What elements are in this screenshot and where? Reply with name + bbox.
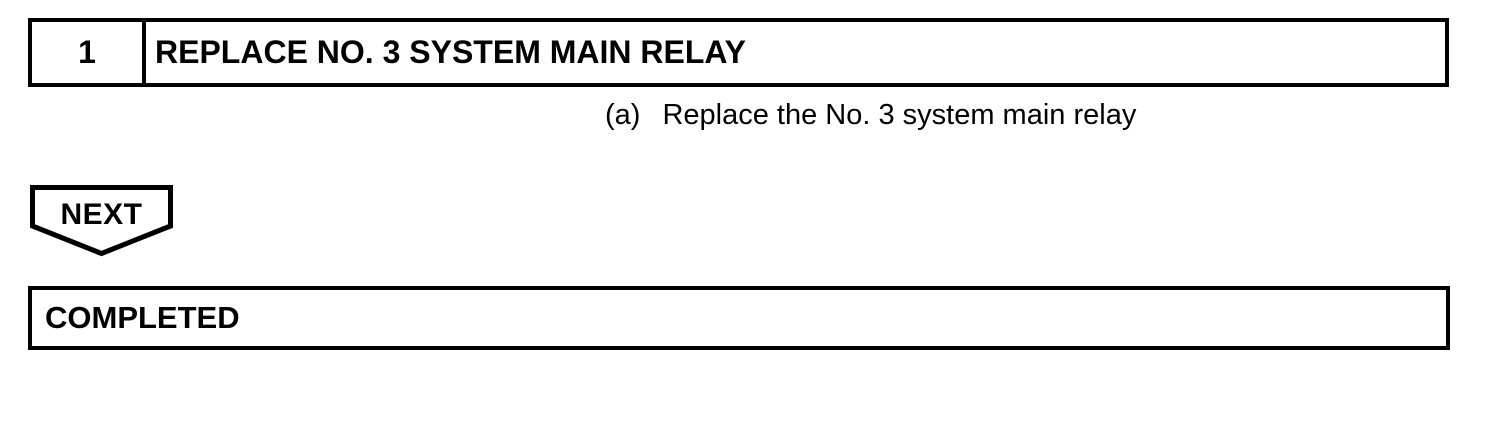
completed-label: COMPLETED	[45, 300, 240, 335]
completed-button[interactable]: COMPLETED	[28, 286, 1450, 350]
instruction-label: (a)	[605, 99, 641, 131]
step-header: 1 REPLACE NO. 3 SYSTEM MAIN RELAY	[28, 18, 1449, 87]
next-arrow-shape	[30, 185, 173, 257]
instruction-line: (a) Replace the No. 3 system main relay	[605, 99, 1136, 132]
step-title: REPLACE NO. 3 SYSTEM MAIN RELAY	[155, 34, 746, 70]
step-number: 1	[32, 22, 146, 83]
instruction-text: Replace the No. 3 system main relay	[662, 99, 1137, 131]
next-button-label: NEXT	[60, 198, 143, 231]
next-button[interactable]: NEXT	[28, 183, 175, 259]
